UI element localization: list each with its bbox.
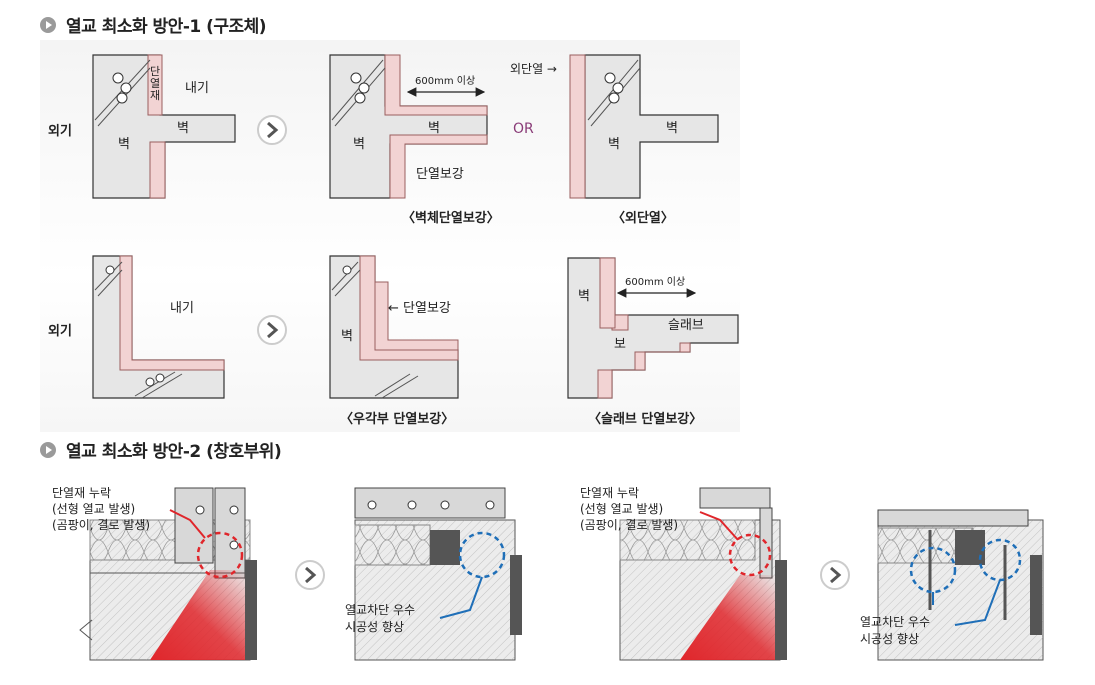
defect-text-1: 단열재 누락 [52,486,111,500]
defect-text-2: (선형 열교 발생) [52,502,135,516]
play-bullet-icon-2 [40,441,56,458]
window-detail-improved-2 [877,509,1044,661]
wall-label-7: 벽 [341,329,353,344]
diagram-corner-reinforce [329,255,459,399]
next-arrow-icon-2 [257,315,287,345]
distance-label-2: 600mm 이상 [625,276,685,288]
beam-label: 보 [614,337,626,352]
diagram-corner [92,255,225,399]
defect-b-text-2: (선형 열교 발생) [580,502,663,516]
caption-external: 〈외단열〉 [612,210,674,226]
wall-label-3: 벽 [428,121,440,136]
wall-label-5: 벽 [666,121,678,136]
diagram-external-insulation [569,54,719,199]
improve-text-2: 시공성 향상 [345,620,404,634]
wall-label-4: 벽 [353,137,365,152]
wall-label-8: 벽 [578,289,590,304]
next-arrow-icon-4 [820,560,850,590]
section-title-2-text: 열교 최소화 방안-2 (창호부위) [66,442,282,462]
defect-b-text-1: 단열재 누락 [580,486,639,500]
window-detail-defect-1 [79,487,257,661]
section-title-1-text: 열교 최소화 방안-1 (구조체) [66,17,267,37]
distance-label: 600mm 이상 [415,75,475,87]
next-arrow-icon-3 [295,560,325,590]
window-detail-defect-2 [619,487,787,661]
inside-label-2: 내기 [170,301,194,316]
diagram-slab-reinforce [567,257,739,399]
reinforce-label-2: ← 단열보강 [388,301,451,316]
outside-label-2: 외기 [48,323,72,339]
improve-text-1: 열교차단 우수 [345,603,415,617]
caption-wall-reinforce: 〈벽체단열보강〉 [402,210,500,226]
defect-b-text-3: (곰팡이, 결로 발생) [580,518,678,532]
improve-b-text-1: 열교차단 우수 [860,615,930,629]
next-arrow-icon [257,115,287,145]
caption-slab: 〈슬래브 단열보강〉 [588,411,702,427]
wall-label-6: 벽 [608,137,620,152]
wall-label: 벽 [118,137,130,152]
reinforce-label: 단열보강 [416,167,464,182]
slab-label: 슬래브 [668,318,704,333]
window-detail-improved-1 [354,487,522,661]
defect-text-3: (곰팡이, 결로 발생) [52,518,150,532]
outside-label: 외기 [48,123,72,139]
ext-insulation-label: 외단열 → [510,62,557,76]
section-title-2: 열교 최소화 방안-2 (창호부위) [40,437,282,462]
diagram-wall-reinforce [329,54,488,199]
caption-corner: 〈우각부 단열보강〉 [340,411,454,427]
improve-b-text-2: 시공성 향상 [860,632,919,646]
inside-label: 내기 [185,81,209,96]
wall-label-2: 벽 [177,121,189,136]
section-title-1: 열교 최소화 방안-1 (구조체) [40,12,267,37]
or-label: OR [513,121,534,137]
play-bullet-icon [40,16,56,33]
